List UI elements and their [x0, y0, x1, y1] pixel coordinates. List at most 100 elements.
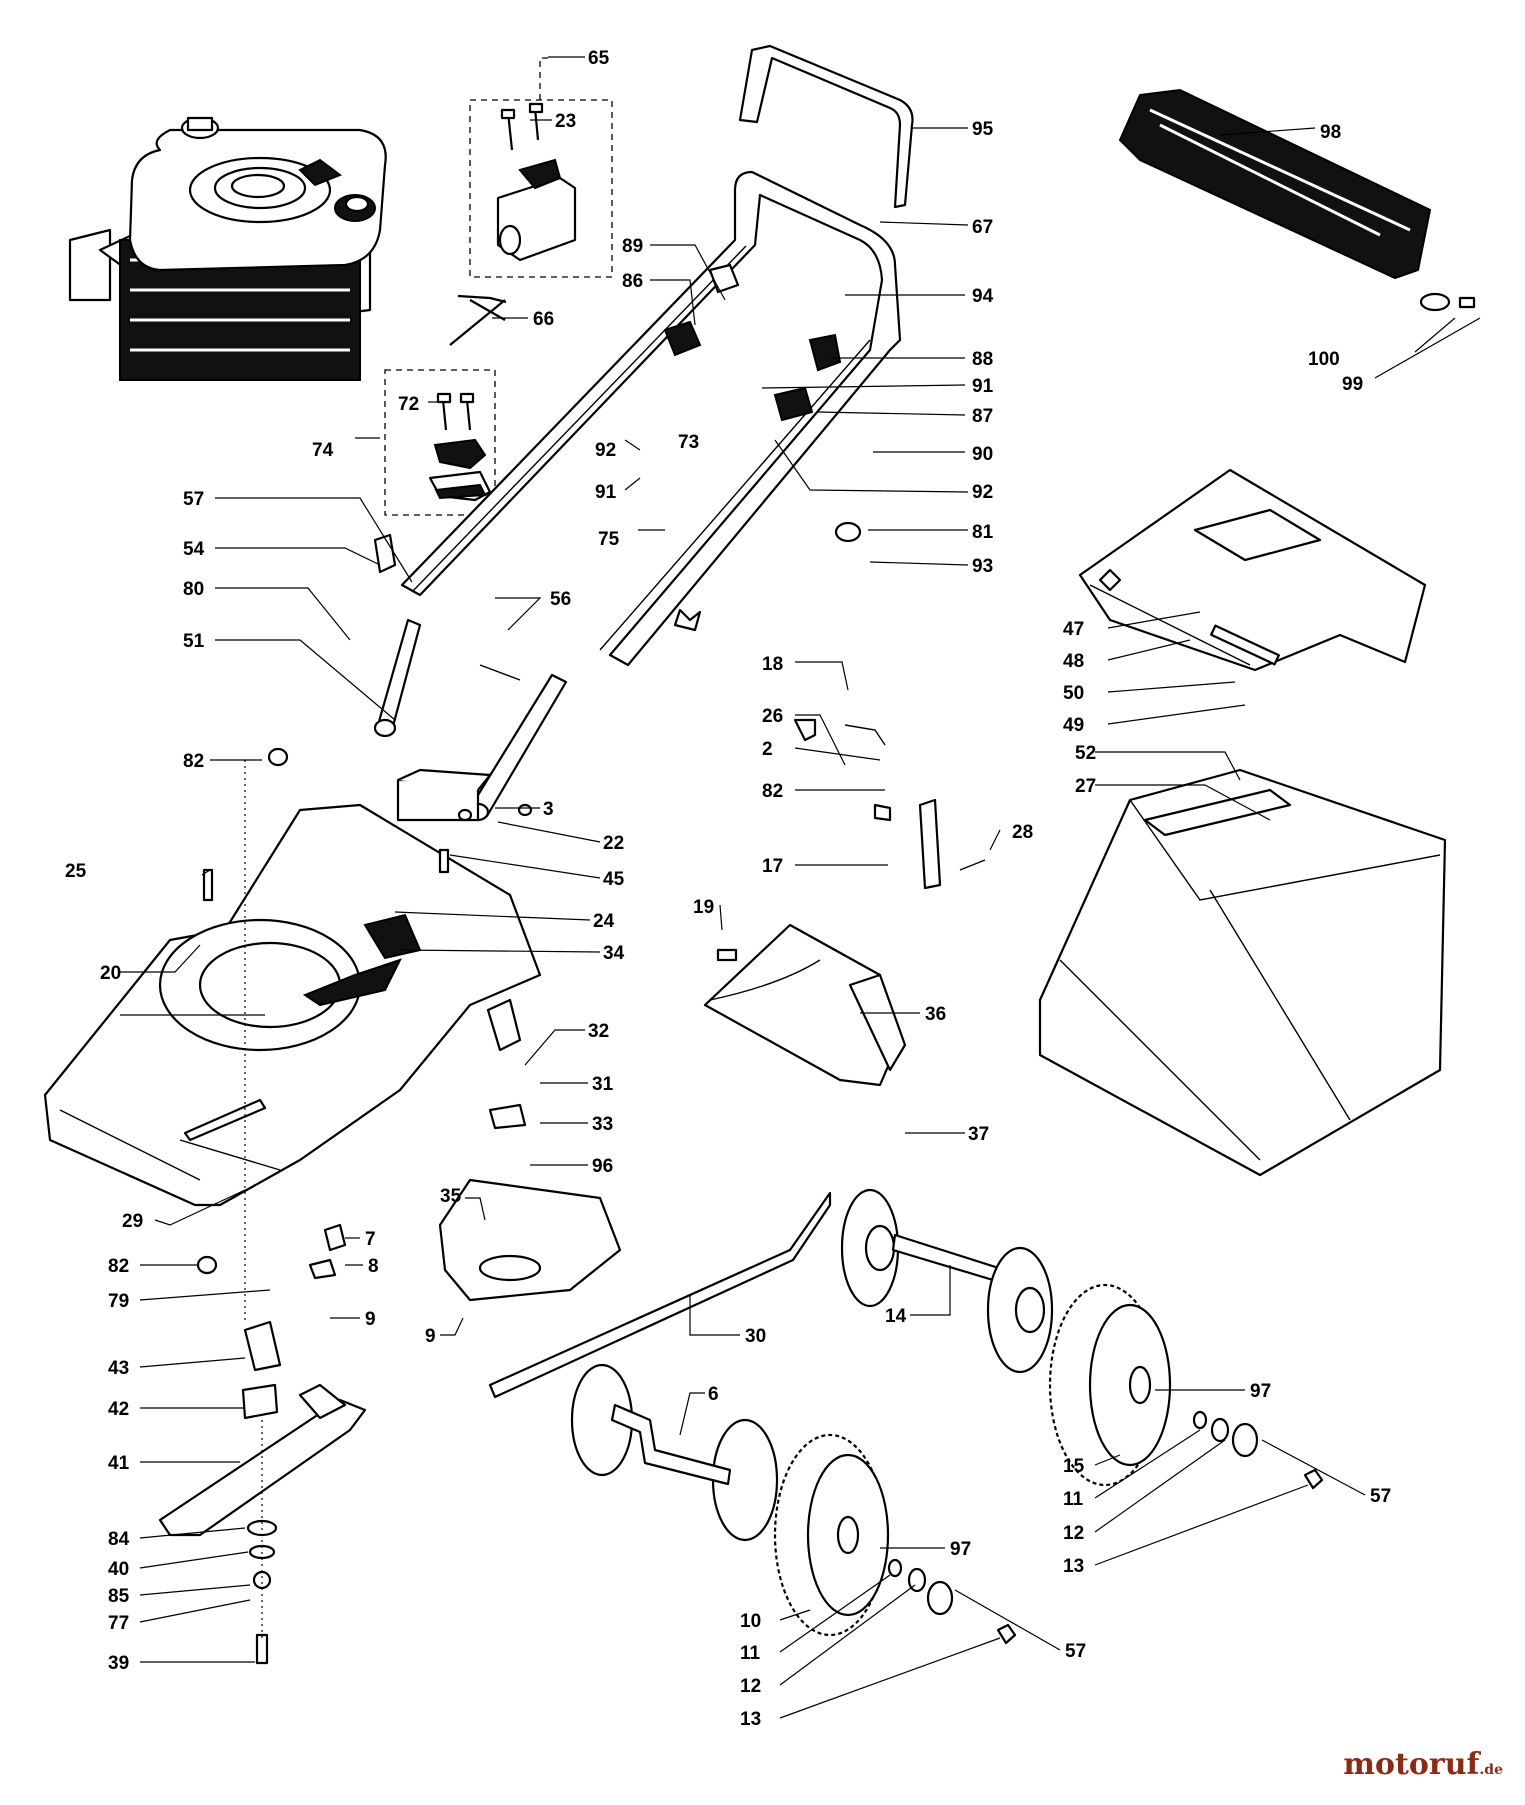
callout-label: 12: [1063, 1523, 1084, 1544]
callout-label: 22: [603, 833, 624, 854]
callout-label: 10: [740, 1611, 761, 1632]
rear-wheel-part: [773, 1433, 890, 1637]
callout-label: 57: [183, 489, 204, 510]
callout-label: 19: [693, 897, 714, 918]
guard-plate-part: [438, 1178, 622, 1302]
callout-label: 92: [972, 482, 993, 503]
callout-label: 13: [740, 1709, 761, 1730]
upper-handle-part: [400, 170, 902, 667]
callout-label: 97: [1250, 1381, 1271, 1402]
mower-deck-part: [43, 803, 542, 1207]
callout-label: 47: [1063, 619, 1084, 640]
callout-label: 94: [972, 286, 994, 307]
callout-label: 45: [603, 869, 625, 890]
engine-part: [68, 116, 387, 381]
callout-label: 11: [1063, 1489, 1084, 1510]
callout-label: 67: [972, 217, 993, 238]
callout-label: 87: [972, 406, 993, 427]
callout-label: 20: [100, 963, 121, 984]
clamp-set-74-part: [384, 369, 496, 516]
callout-label: 81: [972, 522, 994, 543]
callout-label: 9: [365, 1309, 376, 1330]
callout-label: 91: [595, 482, 617, 503]
callout-label: 74: [312, 440, 334, 461]
callout-label: 11: [740, 1643, 761, 1664]
callout-label: 39: [108, 1653, 129, 1674]
callout-label: 82: [762, 781, 783, 802]
callout-label: 99: [1342, 374, 1363, 395]
callout-label: 89: [622, 236, 643, 257]
throttle-assembly-part: [469, 57, 613, 278]
misc-hardware-part: [202, 664, 527, 1280]
callout-label: 96: [592, 1156, 613, 1177]
callout-label: 54: [183, 539, 205, 560]
callout-label: 27: [1075, 776, 1096, 797]
callout-label: 37: [968, 1124, 989, 1145]
callout-label: 73: [678, 432, 699, 453]
callout-label: 79: [108, 1291, 129, 1312]
callout-label: 29: [122, 1211, 143, 1232]
callout-label: 17: [762, 856, 783, 877]
front-axle-part: [840, 1188, 1054, 1374]
callout-label: 35: [440, 1186, 462, 1207]
front-wheel-part: [1048, 1283, 1172, 1487]
callout-label: 8: [368, 1256, 379, 1277]
callout-label: 48: [1063, 651, 1084, 672]
handle-cover-part: [1118, 88, 1476, 312]
callout-label: 18: [762, 654, 783, 675]
callout-label: 36: [925, 1004, 946, 1025]
handle-clamps-part: [373, 263, 862, 632]
callout-label: 34: [603, 943, 625, 964]
callout-label: 77: [108, 1613, 129, 1634]
callout-label: 51: [183, 631, 205, 652]
cable-part: [449, 294, 507, 346]
callout-labels: 65 23 95 98 67 89 86 94 66 88 91 87 72 7…: [65, 48, 1391, 1730]
callout-label: 49: [1063, 715, 1084, 736]
callout-label: 50: [1063, 683, 1084, 704]
leader-lines: [120, 56, 1481, 1719]
callout-label: 82: [183, 751, 204, 772]
callout-label: 9: [425, 1326, 436, 1347]
watermark-logo: motoruf.de: [1343, 1747, 1503, 1782]
callout-label: 90: [972, 444, 993, 465]
callout-label: 91: [972, 376, 994, 397]
callout-label: 100: [1308, 349, 1340, 370]
callout-label: 14: [885, 1306, 907, 1327]
callout-label: 40: [108, 1559, 129, 1580]
callout-label: 65: [588, 48, 610, 69]
blade-stack-part: [158, 760, 367, 1665]
callout-label: 82: [108, 1256, 129, 1277]
callout-label: 3: [543, 799, 554, 820]
washers-nuts-part: [196, 747, 1324, 1645]
callout-label: 7: [365, 1229, 376, 1250]
callout-label: 30: [745, 1326, 766, 1347]
callout-label: 12: [740, 1676, 761, 1697]
watermark-tld: .de: [1479, 1762, 1503, 1778]
callout-label: 97: [950, 1539, 971, 1560]
top-bar-part: [738, 44, 914, 209]
callout-label: 31: [592, 1074, 614, 1095]
height-adjust-rod-part: [488, 1191, 832, 1399]
callout-label: 80: [183, 579, 204, 600]
callout-label: 57: [1065, 1641, 1086, 1662]
callout-label: 75: [598, 529, 620, 550]
callout-label: 15: [1063, 1456, 1085, 1477]
callout-label: 92: [595, 440, 616, 461]
rear-flap-part: [703, 923, 907, 1087]
rear-axle-part: [570, 1363, 779, 1542]
callout-label: 23: [555, 111, 576, 132]
callout-label: 24: [593, 911, 615, 932]
callout-label: 93: [972, 556, 993, 577]
callout-label: 28: [1012, 822, 1033, 843]
lower-handle-part: [373, 618, 568, 822]
callout-label: 43: [108, 1358, 129, 1379]
callout-label: 52: [1075, 743, 1096, 764]
grass-catcher-part: [1038, 768, 1447, 1177]
watermark-name: motoruf: [1343, 1747, 1480, 1782]
callout-label: 86: [622, 271, 643, 292]
callout-label: 85: [108, 1586, 130, 1607]
callout-label: 57: [1370, 1486, 1391, 1507]
callout-label: 41: [108, 1453, 130, 1474]
